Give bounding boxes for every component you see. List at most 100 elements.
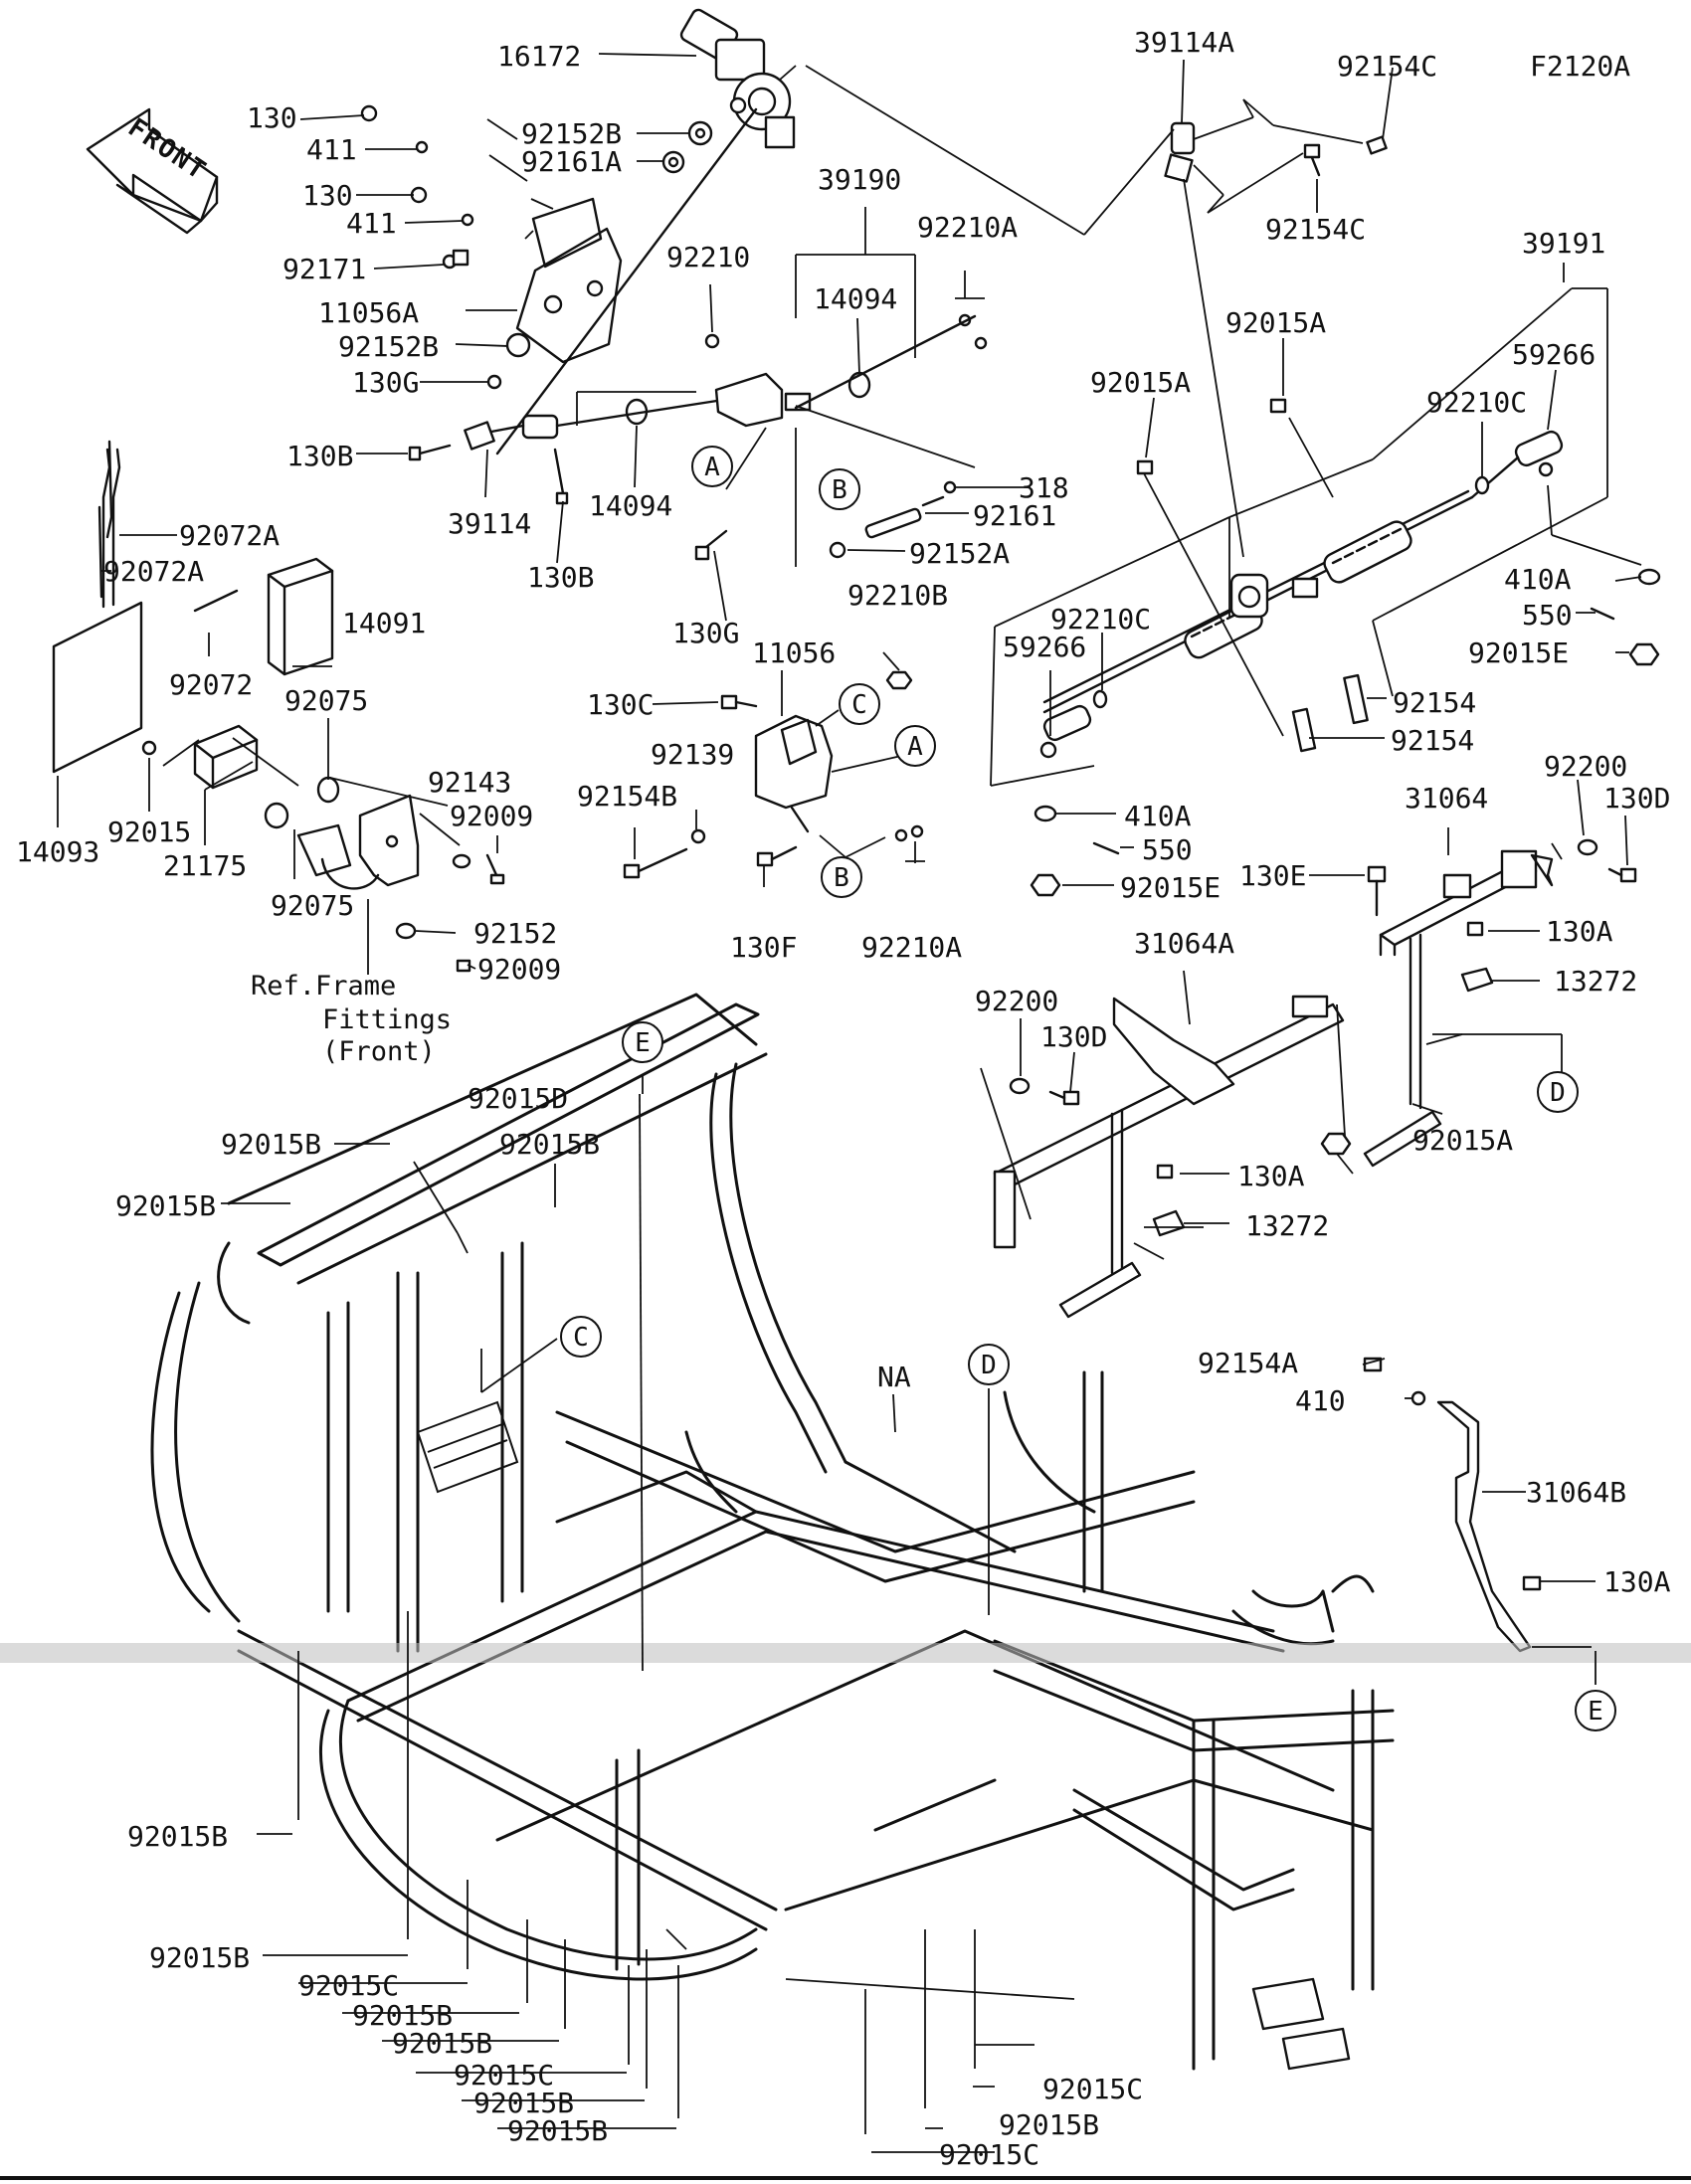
inter-shaft [555,396,738,428]
bracket-11056 [754,714,834,833]
nut-92015E-b [1030,873,1061,897]
bolt-130E [1367,865,1387,917]
label-92015A-b: 92015A [1090,366,1191,399]
label-16172: 16172 [497,40,581,73]
label-130A-b: 130A [1237,1160,1305,1192]
label-11056: 11056 [752,637,836,669]
bolt-92154-b [1291,707,1317,753]
bolt-130-a [360,104,378,122]
label-92015B-g: 92015B [392,2027,492,2060]
label-92075-a: 92075 [284,684,368,717]
label-92154-b: 92154 [1391,724,1474,757]
ref-note-line-1: Ref.Frame [251,971,396,1001]
callout-E-top: E [622,1021,663,1063]
label-13272-a: 13272 [1554,965,1637,998]
label-92015B-e: 92015B [149,1941,250,1974]
label-92015D: 92015D [468,1082,568,1115]
bracket-92143 [296,794,420,890]
label-92015C-d: 92015C [939,2138,1039,2171]
nut-92210A-a [958,313,988,350]
label-92210A-a: 92210A [917,211,1018,244]
label-92075-b: 92075 [271,889,354,922]
label-92015C-a: 92015C [298,1969,399,2002]
scan-band [0,1643,1691,1663]
washer-92152B-lower [505,332,531,358]
svg-text:D: D [1550,1078,1566,1108]
callout-A-lower: A [894,725,936,767]
bolt-130B-b [553,448,569,505]
svg-text:D: D [981,1351,997,1380]
bracket-11056A [515,197,623,364]
label-92161: 92161 [973,499,1056,532]
label-92200-a: 92200 [1544,750,1627,783]
bolt-130C [720,694,758,710]
nut-92210A-b [894,824,924,842]
pin-550-b [1092,841,1120,855]
bolt-130B-a [408,444,452,461]
clip-92015A-b [1269,398,1287,414]
label-318: 318 [1019,471,1069,504]
tie-rod-joint-39114A [1164,121,1196,183]
leader-lines [57,53,1642,2153]
label-92154-a: 92154 [1393,686,1476,719]
callout-E-right: E [1575,1690,1616,1731]
rod-to-92210A [794,314,977,410]
label-92015B-j: 92015B [999,2108,1099,2141]
callout-B-upper: B [819,468,860,510]
label-411-b: 411 [346,207,397,240]
svg-text:C: C [573,1323,589,1353]
label-92015B-f: 92015B [352,1999,453,2032]
label-31064B: 31064B [1526,1476,1626,1509]
diagram-code: F2120A [1530,50,1630,83]
ring-92161A [661,150,685,174]
washer-92152B [687,120,713,146]
steering-rack-39191 [1042,489,1474,714]
washer-411-a [415,140,429,154]
part-labels: 16172 130 411 130 411 92152B 92161A 9217… [16,26,1671,2171]
bolt-92154B [623,847,688,879]
bolt-92154-a [1343,673,1369,725]
label-92015A-a: 92015A [1225,306,1326,339]
label-39114: 39114 [448,507,531,540]
nut-92210C-a [1474,475,1490,495]
label-31064: 31064 [1405,782,1488,815]
svg-text:B: B [834,863,849,893]
clamp-92072A [97,440,121,609]
ref-note-line-2: Fittings [322,1004,452,1035]
washer-92200-a [1577,838,1598,856]
label-14091: 14091 [342,607,426,639]
washer-410A-a [1637,568,1661,586]
label-92152B-a: 92152B [521,117,622,150]
pin-318 [943,480,957,494]
label-410: 410 [1295,1384,1346,1417]
label-92015E-a: 92015E [1468,637,1569,669]
bolt-130D-a [1607,867,1637,883]
callout-C-frame: C [560,1316,602,1358]
label-92210C-b: 92210C [1050,603,1151,636]
label-550-a: 550 [1522,599,1573,632]
label-130A-a: 130A [1546,915,1613,948]
label-92072A-b: 92072A [103,555,204,588]
label-92154C-a: 92154C [1337,50,1437,83]
label-92015B-d: 92015B [127,1820,228,1853]
bolt-130A-a [1466,921,1484,937]
bolt-92009-a [485,853,505,885]
svg-text:A: A [907,732,923,762]
ecu-14091 [267,557,334,676]
label-39190: 39190 [818,163,901,196]
svg-text:A: A [704,453,720,482]
tie-rod-end-59266-left [1039,704,1092,759]
svg-text:E: E [1588,1697,1603,1727]
label-39114A: 39114A [1134,26,1234,59]
label-130E: 130E [1239,859,1306,892]
bolt-92154C-b [1303,143,1321,177]
label-21175: 21175 [163,849,247,882]
label-130D-b: 130D [1040,1020,1107,1053]
bolt-130A-c [1522,1575,1542,1591]
washer-410 [1410,1390,1426,1406]
label-92171: 92171 [282,253,366,285]
label-92152B-b: 92152B [338,330,439,363]
label-92161A: 92161A [521,145,622,178]
label-92154C-b: 92154C [1265,213,1366,246]
bolt-130-b [410,186,428,204]
